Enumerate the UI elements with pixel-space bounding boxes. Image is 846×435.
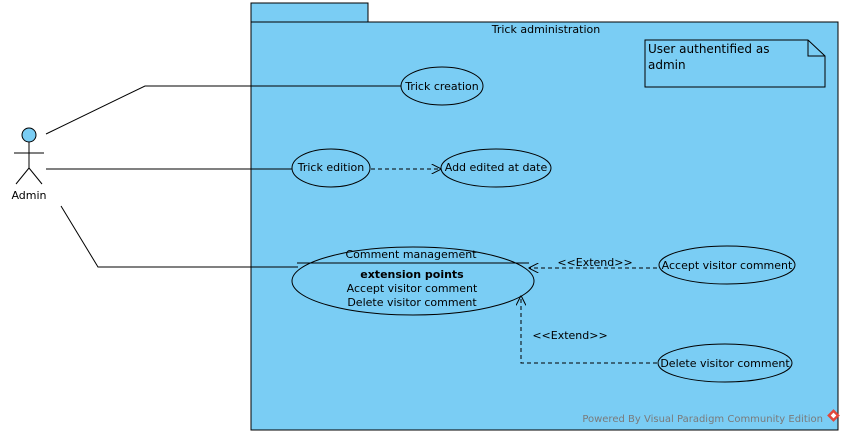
use-case-label: Accept visitor comment [662,259,793,272]
actor-left-leg [15,167,30,185]
actor-head-icon [21,127,37,143]
extension-points-label: extension points [360,268,464,281]
package-tab [250,2,369,23]
use-case-label: Trick edition [297,161,365,174]
note-shape [644,39,826,88]
use-case-accept-visitor-comment[interactable]: Accept visitor comment [658,245,796,285]
use-case-label: Trick creation [404,80,479,93]
extend-label-delete: <<Extend>> [532,329,607,342]
use-case-label: Delete visitor comment [660,357,790,370]
use-case-delete-visitor-comment[interactable]: Delete visitor comment [657,343,793,383]
use-case-add-edited-at-date[interactable]: Add edited at date [440,148,552,188]
use-case-label: Comment management [345,248,477,261]
use-case-shape [291,148,371,188]
use-case-shape [658,245,796,285]
extension-point-accept: Accept visitor comment [347,282,478,295]
use-case-shape [291,246,535,316]
extension-point-delete: Delete visitor comment [347,296,477,309]
use-case-trick-creation[interactable]: Trick creation [400,66,484,106]
note-user-authentified[interactable]: User authentified as admin [644,39,826,88]
use-case-comment-management[interactable]: Comment management extension points Acce… [291,246,535,316]
extend-delete-to-comment-management[interactable] [521,296,657,364]
use-case-trick-edition[interactable]: Trick edition [291,148,371,188]
association-admin-trick-creation[interactable] [45,85,402,135]
actor-name: Admin [11,189,46,202]
note-text-line-2: admin [648,58,686,72]
use-case-label: Add edited at date [445,161,548,174]
use-case-shape [400,66,484,106]
use-case-shape [440,148,552,188]
actor-right-leg [28,167,43,185]
association-admin-comment-management[interactable] [60,205,298,268]
use-case-shape [657,343,793,383]
note-text-line-1: User authentified as [648,42,769,56]
note-folded-corner [807,40,825,57]
extend-label-accept: <<Extend>> [557,256,632,269]
actor-admin[interactable]: Admin [11,127,47,202]
package-title: Trick administration [491,23,601,36]
watermark-text: Powered By Visual Paradigm Community Edi… [582,414,823,425]
